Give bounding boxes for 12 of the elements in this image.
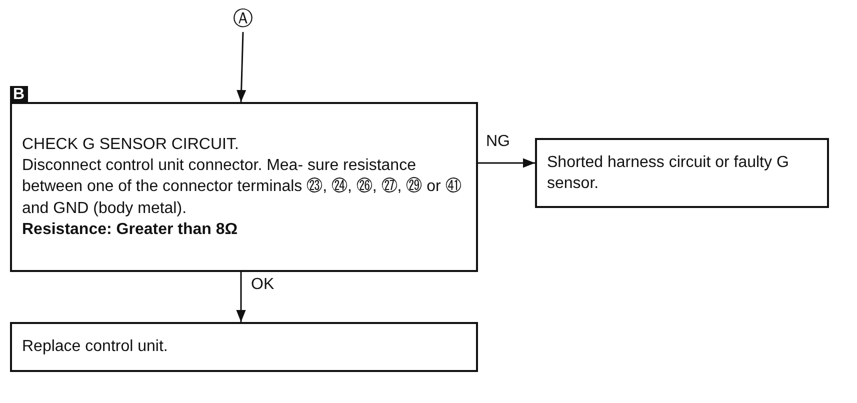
connector-label: Ⓐ	[232, 6, 254, 32]
process-box	[10, 322, 478, 372]
step-heading: CHECK G SENSOR CIRCUIT.	[22, 135, 240, 156]
arrow	[236, 272, 246, 322]
step-text: Resistance: Greater than 8Ω	[22, 220, 239, 240]
step-text: Shorted harness circuit or faulty G sensor.	[547, 152, 790, 194]
process-box	[535, 138, 829, 208]
arrow	[236, 32, 246, 102]
step-text: Disconnect control unit connector. Mea- sure resistance between one of the connector terminals ㉓, ㉔, ㉖, ㉗, ㉙ or ㊶ and GND (body metal).	[22, 156, 462, 219]
arrow	[478, 158, 535, 168]
step-text: Replace control unit.	[22, 337, 169, 358]
process-box	[10, 102, 478, 272]
